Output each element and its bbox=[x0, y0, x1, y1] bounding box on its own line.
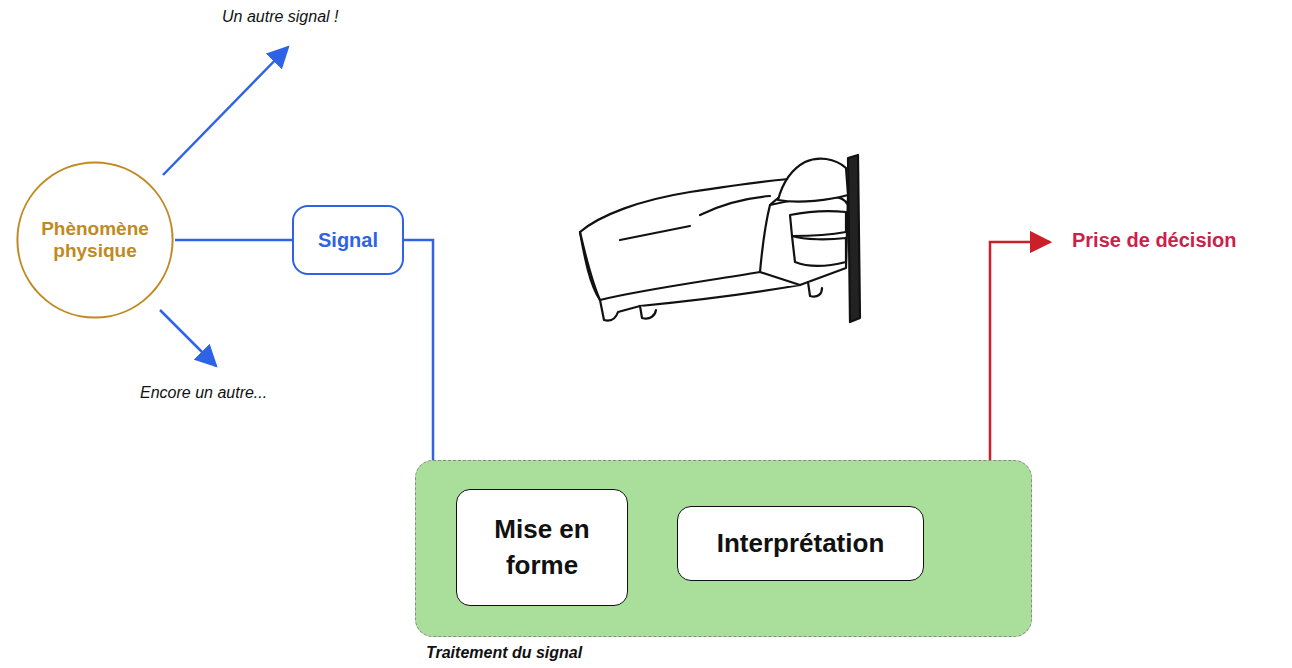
signal-arrow bbox=[160, 310, 216, 366]
processing-band: Traitement du signalMise en formeInterpr… bbox=[415, 460, 1032, 637]
band-title: Traitement du signal bbox=[426, 644, 582, 662]
node-label: Signal bbox=[318, 227, 378, 254]
bed-drawing bbox=[580, 155, 860, 322]
signal-note: Encore un autre... bbox=[140, 384, 267, 402]
signal-box: Signal bbox=[292, 205, 404, 275]
node-label: Interprétation bbox=[717, 526, 885, 561]
process-box: Interprétation bbox=[677, 506, 924, 581]
decision-label: Prise de décision bbox=[1072, 229, 1237, 252]
signal-arrow bbox=[163, 47, 288, 175]
node-label: Mise en forme bbox=[469, 512, 615, 582]
signal-note: Un autre signal ! bbox=[222, 8, 339, 26]
node-label: Phènomène physique bbox=[35, 218, 155, 262]
phenomenon-circle: Phènomène physique bbox=[15, 160, 175, 320]
signal-line bbox=[175, 239, 292, 242]
process-box: Mise en forme bbox=[456, 489, 628, 606]
